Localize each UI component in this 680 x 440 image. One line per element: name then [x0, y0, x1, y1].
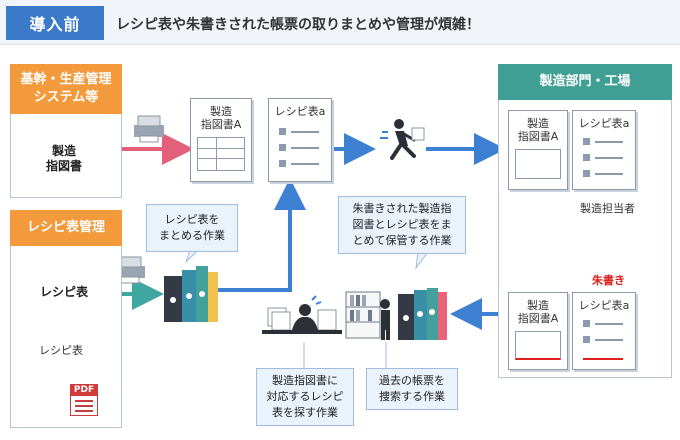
factory-recipe-document: レシピ表a [572, 110, 636, 190]
callout-search-recipe: 製造指図書に 対応するレシピ 表を探す作業 [256, 368, 354, 426]
factory-recipe-label-2: レシピ表a [578, 299, 630, 312]
runner-icon [380, 119, 425, 160]
pdf-label: PDF [71, 385, 97, 396]
recipe-panel [10, 210, 122, 428]
pdf-icon: PDF [70, 384, 98, 416]
core-system-title: 基幹・生産管理 システム等 [10, 64, 122, 114]
arrow-binders-to-recipe [218, 178, 306, 292]
factory-recipe-document-annotated: レシピ表a [572, 292, 636, 370]
callout-pointer [415, 251, 429, 270]
callout-compile: レシピ表を まとめる作業 [146, 204, 238, 252]
callout-store: 朱書きされた製造指 図書とレシピ表をま とめて保管する作業 [338, 196, 466, 254]
factory-title: 製造部門・工場 [498, 64, 672, 100]
recipe-panel-title: レシピ表管理 [10, 210, 122, 246]
recipe-document: レシピ表a [268, 98, 332, 182]
printer-icon [134, 115, 164, 143]
doc-table [515, 149, 561, 179]
header-title: レシピ表や朱書きされた帳票の取りまとめや管理が煩雑！ [116, 17, 480, 33]
recipe-db-label: レシピ表 [39, 285, 88, 299]
worker-label: 製造担当者 [580, 202, 635, 215]
header-bar [0, 0, 680, 45]
recipe-document-label: レシピ表a [274, 105, 326, 118]
doc-table [515, 331, 561, 360]
desk-person-icon [262, 295, 342, 334]
binders-icon [164, 266, 218, 322]
flow-list-icon [583, 136, 623, 180]
flow-list-icon [279, 126, 319, 172]
factory-order-label: 製造 指図書A [517, 117, 559, 143]
doc-table [197, 137, 245, 171]
header-badge: 導入前 [6, 6, 104, 40]
shelf-icon [345, 291, 390, 340]
factory-order-document: 製造 指図書A [508, 110, 568, 190]
factory-order-document-annotated: 製造 指図書A [508, 292, 568, 370]
factory-order-label-2: 製造 指図書A [517, 299, 559, 325]
callout-search-past: 過去の帳票を 捜索する作業 [366, 368, 458, 410]
factory-recipe-label: レシピ表a [578, 117, 630, 130]
order-document-label: 製造 指図書A [200, 105, 242, 131]
flow-list-icon [583, 318, 623, 360]
recipe-paper-label: レシピ表 [39, 344, 83, 357]
order-document: 製造 指図書A [190, 98, 252, 182]
archive-binders-icon [398, 288, 447, 340]
core-db-label: 製造 指図書 [45, 144, 82, 173]
red-note-label: 朱書き [592, 274, 625, 287]
